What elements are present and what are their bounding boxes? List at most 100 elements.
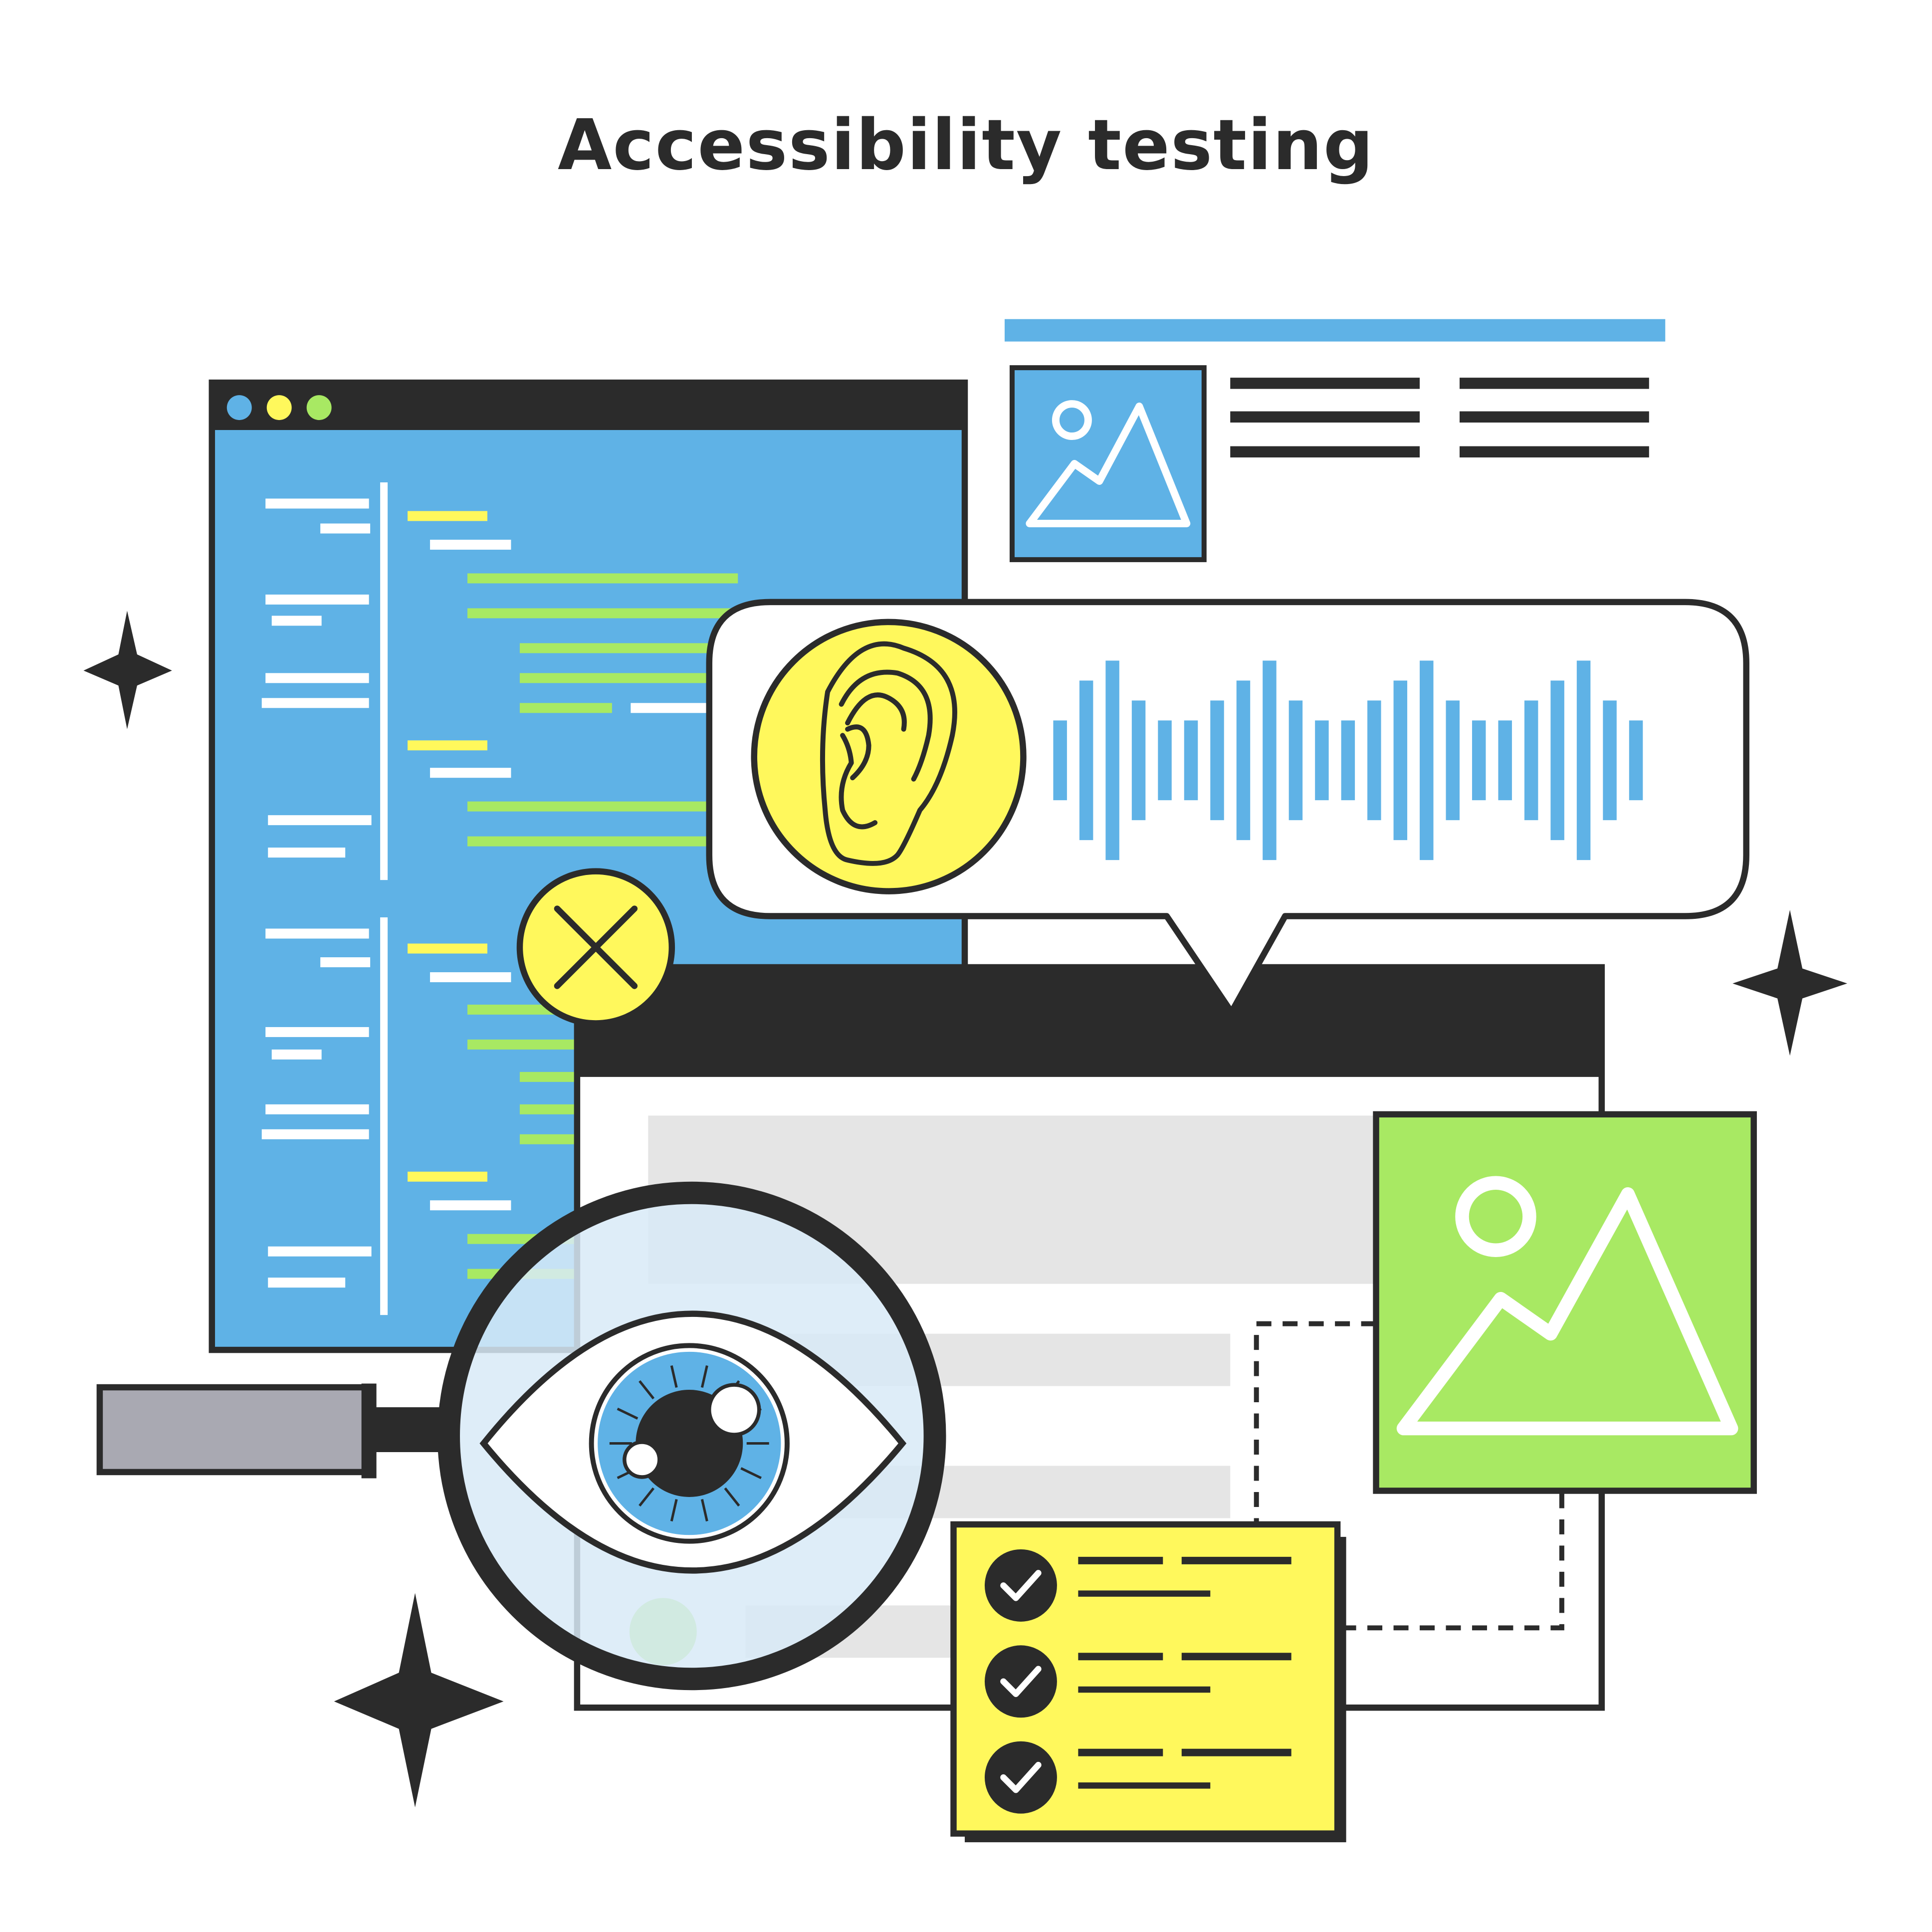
sound-wave-bar — [1420, 660, 1434, 860]
checklist — [984, 1549, 1291, 1814]
audio-speech-bubble — [706, 599, 1749, 1016]
image-placeholder-icon — [1026, 400, 1191, 527]
checkmark-badge — [984, 1549, 1057, 1622]
checkmark-icon — [1000, 1761, 1042, 1793]
iris-line — [700, 1499, 708, 1521]
code-line — [265, 594, 369, 605]
checklist-item — [984, 1741, 1291, 1814]
iris-line — [670, 1365, 678, 1388]
code-line — [265, 928, 369, 939]
sound-wave-bar — [1210, 700, 1224, 821]
code-line — [430, 539, 511, 550]
eye-icon — [479, 1310, 907, 1574]
code-line — [265, 1027, 369, 1037]
sound-wave-icon — [1053, 660, 1643, 860]
code-line — [408, 511, 487, 521]
code-line — [265, 498, 369, 509]
sound-wave-bar — [1472, 720, 1486, 801]
checklist-line — [1181, 1556, 1291, 1564]
code-line — [271, 1049, 322, 1060]
checklist-card — [950, 1521, 1346, 1843]
code-line — [430, 972, 511, 982]
sound-wave-bar — [1053, 720, 1067, 801]
sound-wave-bar — [1131, 700, 1146, 821]
code-line — [268, 1246, 372, 1257]
sound-wave-bar — [1524, 700, 1538, 821]
code-line — [467, 836, 738, 847]
sparkle-icon — [1732, 910, 1848, 1056]
illustration-title: Accessibility testing — [557, 105, 1375, 186]
code-line — [408, 740, 487, 751]
sound-wave-bar — [1446, 700, 1460, 821]
sound-wave-bar — [1550, 680, 1564, 841]
sound-wave-bar — [1105, 660, 1119, 860]
iris-line — [670, 1499, 678, 1521]
code-line — [519, 703, 612, 713]
code-line — [519, 673, 738, 683]
iris-line — [639, 1380, 655, 1400]
code-line — [519, 643, 738, 653]
code-line — [430, 1200, 511, 1211]
iris-line — [740, 1467, 762, 1480]
sound-wave-bar — [1158, 720, 1172, 801]
checkmark-icon — [1000, 1570, 1042, 1601]
code-line — [320, 523, 371, 534]
sound-wave-bar — [1341, 720, 1355, 801]
checklist-line — [1078, 1590, 1211, 1597]
code-line — [268, 848, 346, 858]
checklist-line — [1078, 1748, 1163, 1756]
checklist-line — [1078, 1782, 1211, 1789]
sound-wave-bar — [1263, 660, 1277, 860]
iris-line — [639, 1487, 655, 1507]
sound-wave-bar — [1236, 680, 1251, 841]
sparkle-icon — [334, 1593, 504, 1808]
code-line — [261, 698, 369, 708]
code-lines — [261, 498, 738, 1288]
magnifying-glass-icon — [96, 1181, 946, 1691]
window-dot-blue — [226, 395, 252, 421]
code-line — [261, 1129, 369, 1139]
code-line — [430, 768, 511, 778]
code-line — [467, 801, 738, 812]
ear-icon — [751, 619, 1027, 894]
code-line — [320, 957, 371, 967]
sound-wave-bar — [1603, 700, 1617, 821]
dashed-connector — [1254, 1321, 1564, 1631]
iris-line — [724, 1487, 740, 1507]
code-line — [408, 943, 487, 954]
window-dot-green — [306, 395, 332, 421]
code-line — [265, 673, 369, 683]
checklist-line — [1078, 1686, 1211, 1693]
checklist-item — [984, 1549, 1291, 1622]
sound-wave-bar — [1315, 720, 1329, 801]
code-line — [271, 616, 322, 626]
code-line — [467, 608, 738, 619]
checklist-line — [1078, 1556, 1163, 1564]
article-snippet — [1004, 319, 1666, 562]
checklist-line — [1181, 1748, 1291, 1756]
sound-wave-bar — [1288, 700, 1303, 821]
text-lines — [1230, 378, 1649, 458]
sound-wave-bar — [1498, 720, 1512, 801]
image-placeholder-icon — [1396, 1176, 1738, 1436]
sound-wave-bar — [1367, 700, 1381, 821]
code-line — [268, 815, 372, 826]
sound-wave-bar — [1629, 720, 1643, 801]
iris-line — [700, 1365, 708, 1388]
checkmark-badge — [984, 1741, 1057, 1814]
code-line — [467, 573, 738, 584]
close-icon — [516, 868, 675, 1027]
sound-wave-bar — [1079, 680, 1093, 841]
sound-wave-bar — [1576, 660, 1591, 860]
iris-line — [617, 1407, 639, 1420]
code-line — [408, 1171, 487, 1182]
checklist-item — [984, 1645, 1291, 1718]
checklist-line — [1181, 1653, 1291, 1661]
image-card — [1373, 1111, 1757, 1494]
sparkle-icon — [83, 611, 172, 729]
sound-wave-bar — [1393, 680, 1408, 841]
window-dot-yellow — [266, 395, 292, 421]
code-line — [467, 1039, 592, 1050]
checklist-line — [1078, 1653, 1163, 1661]
